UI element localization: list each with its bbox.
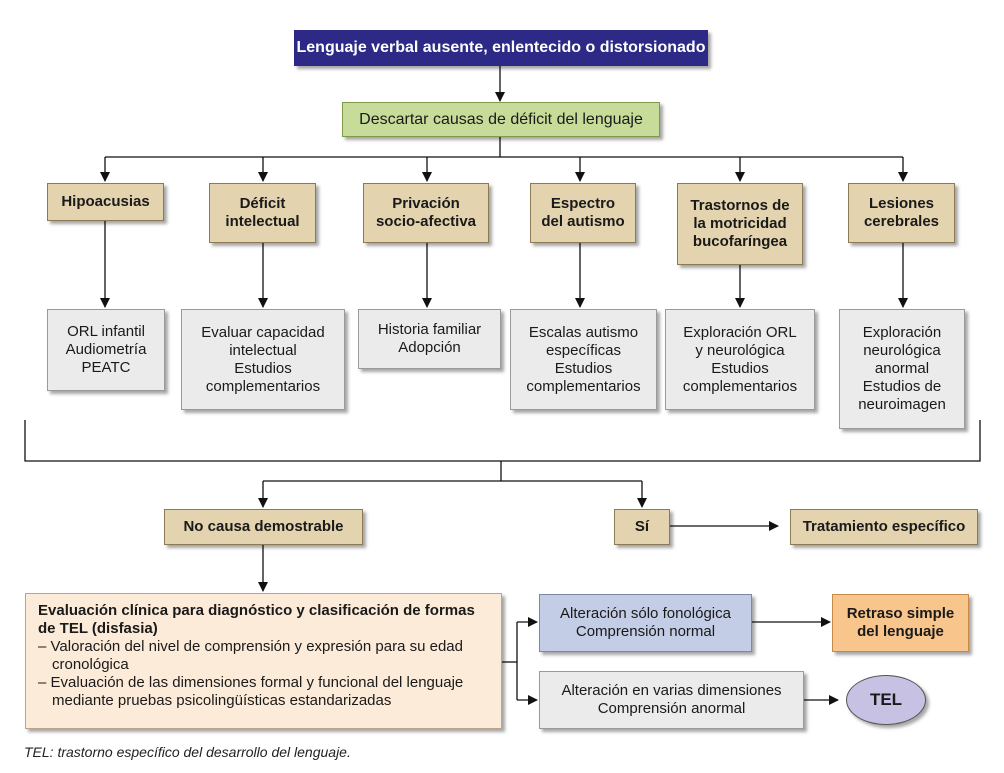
study-line: Adopción [398,339,461,356]
no-cause-box: No causa demostrable [164,509,363,545]
studies-hipoacusias: ORL infantil Audiometría PEATC [47,309,165,391]
study-line: Historia familiar [377,321,482,338]
presenting-problem-label: Lenguaje verbal ausente, enlentecido o d… [296,39,706,57]
phonological-line: Comprensión normal [575,623,716,640]
phonological-line: Alteración sólo fonológica [560,605,731,622]
cause-line: Trastornos de [690,197,790,214]
cause-espectro-autismo: Espectro del autismo [530,183,636,243]
no-cause-label: No causa demostrable [183,518,344,535]
evaluation-item: – Valoración del nivel de comprensión y … [38,638,463,673]
study-line: complementarios [205,377,321,395]
studies-autismo: Escalas autismo específicas Estudios com… [510,309,657,410]
yes-box: Sí [614,509,670,545]
cause-line: Espectro [550,195,616,212]
study-line: Estudios [554,359,613,377]
study-line: neurológica [863,342,941,359]
study-line: Escalas autismo [528,323,639,341]
cause-line: del autismo [541,213,625,230]
presenting-problem-box: Lenguaje verbal ausente, enlentecido o d… [294,30,708,66]
cause-line: intelectual [225,213,300,230]
cause-line: Déficit [239,195,286,212]
specific-treatment-box: Tratamiento específico [790,509,978,545]
simple-delay-line: del lenguaje [857,623,944,640]
cause-trastornos-motricidad: Trastornos de la motricidad bucofaríngea [677,183,803,265]
cause-line: bucofaríngea [692,233,788,250]
simple-delay-line: Retraso simple [846,605,955,622]
study-line: Audiometría [65,341,147,358]
multiple-line: Alteración en varias dimensiones [561,682,782,699]
studies-motricidad: Exploración ORL y neurológica Estudios c… [665,309,815,410]
cause-line: cerebrales [863,213,940,230]
studies-deficit-intelectual: Evaluar capacidad intelectual Estudios c… [181,309,345,410]
cause-line: socio-afectiva [375,213,477,230]
study-line: intelectual [229,341,297,359]
clinical-evaluation-box: Evaluación clínica para diagnóstico y cl… [25,593,502,729]
study-line: Estudios [234,359,292,377]
cause-deficit-intelectual: Déficit intelectual [209,183,316,243]
study-line: Exploración ORL [683,323,797,341]
rule-out-box: Descartar causas de déficit del lenguaje [342,102,660,137]
cause-line: Privación [392,195,460,212]
tel-label: TEL [869,690,903,709]
study-line: Estudios [711,359,769,377]
study-line: ORL infantil [67,323,145,340]
study-line: PEATC [81,359,131,376]
multiple-alteration-box: Alteración en varias dimensiones Compren… [539,671,804,729]
yes-label: Sí [634,518,650,535]
multiple-line: Comprensión anormal [597,700,746,717]
specific-treatment-label: Tratamiento específico [802,518,966,535]
cause-privacion-socio-afectiva: Privación socio-afectiva [363,183,489,243]
cause-line: Hipoacusias [61,193,150,210]
study-line: Exploración [862,324,942,341]
study-line: Estudios de [862,378,942,395]
cause-hipoacusias: Hipoacusias [47,183,164,221]
studies-lesiones: Exploración neurológica anormal Estudios… [839,309,965,429]
phonological-alteration-box: Alteración sólo fonológica Comprensión n… [539,594,752,652]
cause-lesiones-cerebrales: Lesiones cerebrales [848,183,955,243]
study-line: y neurológica [695,341,785,359]
cause-line: la motricidad [693,215,787,232]
evaluation-item: – Evaluación de las dimensiones formal y… [38,674,464,709]
tel-ellipse: TEL [846,675,926,725]
study-line: complementarios [682,377,798,395]
study-line: neuroimagen [858,396,946,413]
evaluation-title: Evaluación clínica para diagnóstico y cl… [38,602,475,637]
simple-delay-box: Retraso simple del lenguaje [832,594,969,652]
study-line: específicas [545,341,622,359]
cause-line: Lesiones [868,195,935,212]
rule-out-label: Descartar causas de déficit del lenguaje [359,110,643,128]
studies-privacion: Historia familiar Adopción [358,309,501,369]
study-line: Evaluar capacidad [201,323,325,341]
footnote: TEL: trastorno específico del desarrollo… [24,744,351,760]
study-line: complementarios [526,377,641,395]
study-line: anormal [874,360,930,377]
